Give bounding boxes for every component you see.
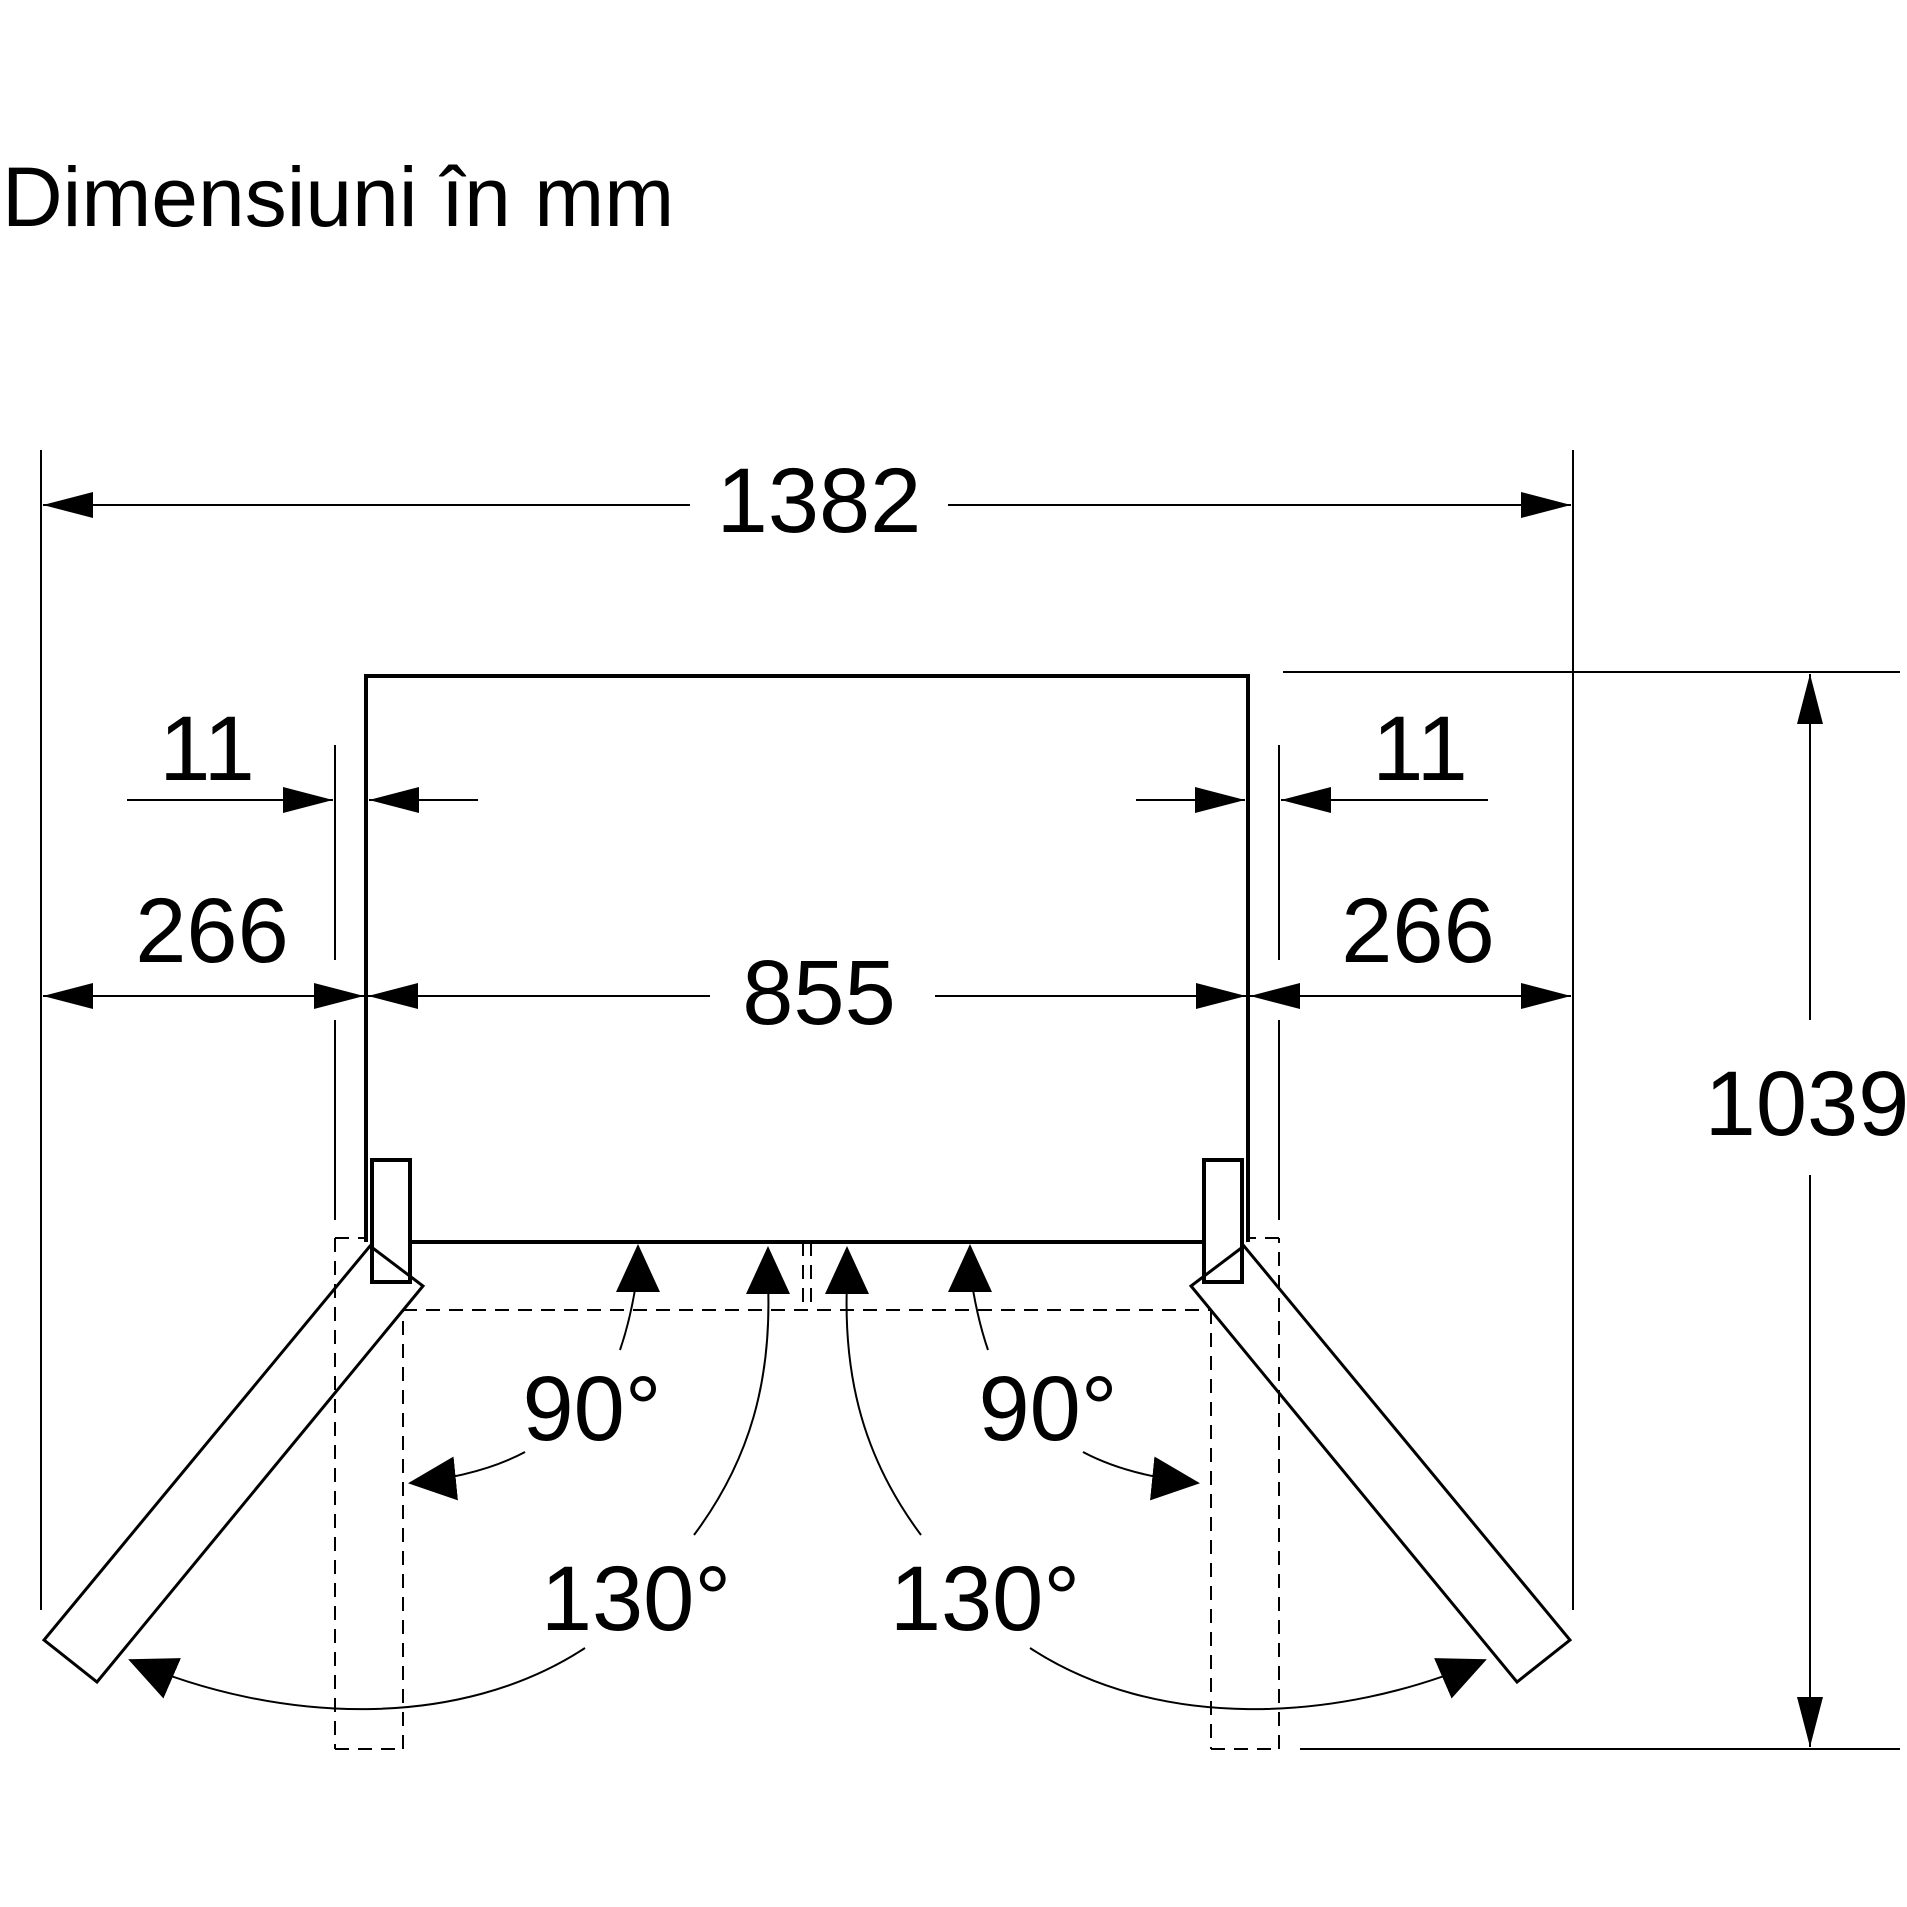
label-gap-left: 11 [159,698,255,800]
gap-right-dimension: 11 [1136,698,1488,813]
label-overall-width: 1382 [717,450,922,552]
label-side-clearance-left: 266 [135,880,289,982]
hinge-left [370,1158,412,1284]
label-gap-right: 11 [1372,698,1468,800]
label-angle-right-90: 90° [978,1358,1117,1460]
body-outline [364,674,1250,1242]
gap-extension-lines [334,671,1900,1750]
arc-right-90-side [1082,1451,1200,1501]
arc-left-130-sweep [128,1647,586,1711]
door-left-open-130 [41,1243,426,1685]
label-side-clearance-right: 266 [1341,880,1495,982]
angle-arcs: 90° 90° 130° 130° [128,1244,1487,1711]
arc-right-130-sweep [1029,1647,1487,1711]
label-depth: 1039 [1705,1053,1907,1155]
label-body-width: 855 [742,942,896,1044]
depth-dimension: 1039 [1705,674,1907,1747]
body-width-row: 266 855 266 [43,880,1571,1044]
door-right-open-130 [1188,1243,1573,1685]
arc-right-130-stem [845,1281,922,1536]
arc-left-130-stem [693,1281,770,1536]
refrigerator-body [364,674,1250,1284]
arc-left-90-side [408,1451,526,1501]
doors-90-dashed [334,1237,1280,1750]
label-angle-left-130: 130° [541,1548,731,1650]
label-angle-right-130: 130° [890,1548,1080,1650]
hinge-right [1202,1158,1244,1284]
overall-width-dimension: 1382 [40,450,1574,1610]
label-angle-left-90: 90° [522,1358,661,1460]
gap-left-dimension: 11 [127,698,478,813]
diagram-title: Dimensiuni în mm [2,150,674,244]
